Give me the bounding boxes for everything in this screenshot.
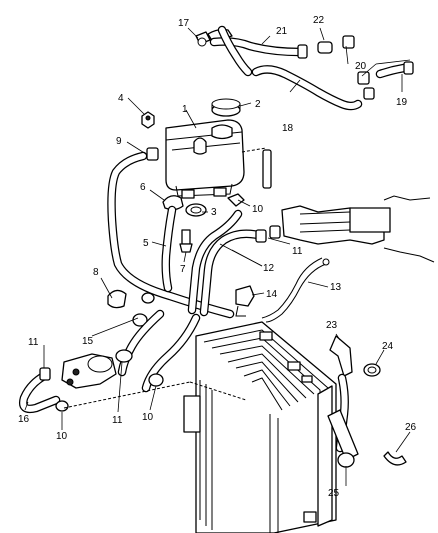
callout-12: 12 — [263, 263, 275, 274]
callout-3: 3 — [211, 207, 217, 218]
overflow-hose — [107, 147, 235, 319]
callout-8: 8 — [93, 267, 99, 278]
heater-hose-assembly — [195, 25, 414, 111]
reservoir-cap — [211, 98, 241, 117]
callout-11-right: 11 — [292, 246, 303, 257]
radiator — [183, 321, 337, 533]
callout-15: 15 — [82, 336, 94, 347]
callout-2: 2 — [255, 99, 261, 110]
callout-5: 5 — [143, 238, 149, 249]
lower-radiator-hose — [327, 335, 407, 468]
callout-9: 9 — [116, 136, 122, 147]
callout-10-mid: 10 — [142, 412, 154, 423]
callout-21: 21 — [276, 26, 288, 37]
callout-23: 23 — [326, 320, 338, 331]
callout-11-mid: 11 — [112, 415, 123, 426]
callout-6: 6 — [140, 182, 146, 193]
callout-17: 17 — [178, 18, 190, 29]
callout-13: 13 — [330, 282, 342, 293]
callout-18: 18 — [282, 123, 294, 134]
callout-11-left: 11 — [28, 337, 39, 348]
callout-24: 24 — [382, 341, 394, 352]
water-pump — [19, 349, 247, 414]
callout-1: 1 — [182, 104, 188, 115]
callout-22: 22 — [313, 15, 325, 26]
callout-4: 4 — [118, 93, 124, 104]
callout-10-top: 10 — [252, 204, 264, 215]
callout-labels: 1 2 3 4 5 6 7 8 9 10 10 10 11 11 11 12 1… — [18, 15, 417, 499]
coolant-reservoir — [165, 119, 272, 199]
callout-7: 7 — [180, 264, 186, 275]
bypass-hose — [261, 257, 330, 323]
callout-14: 14 — [266, 289, 278, 300]
heater-core — [281, 195, 435, 263]
hose-bracket — [235, 285, 255, 317]
callout-25: 25 — [328, 488, 340, 499]
callout-16: 16 — [18, 414, 30, 425]
reservoir-grommet — [141, 111, 155, 129]
leader-lines — [24, 27, 411, 486]
callout-26: 26 — [405, 422, 417, 433]
callout-10-left: 10 — [56, 431, 68, 442]
callout-19: 19 — [396, 97, 408, 108]
callout-20: 20 — [355, 61, 367, 72]
